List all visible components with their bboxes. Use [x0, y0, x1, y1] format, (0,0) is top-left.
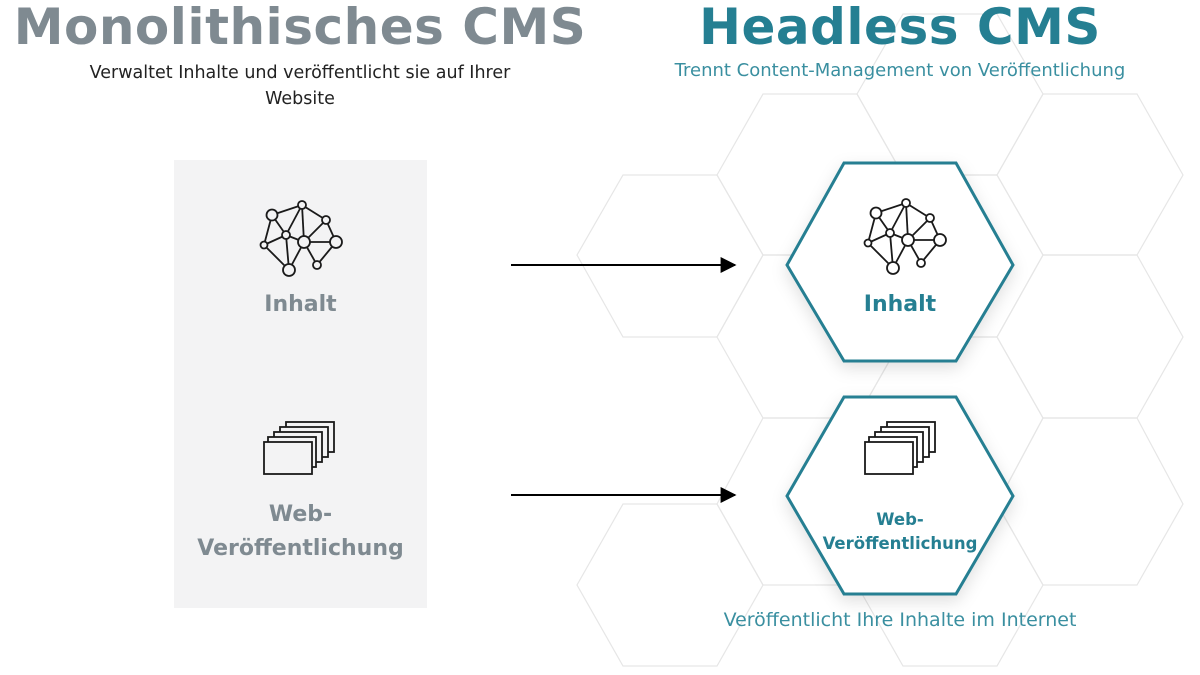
right-web-label: Web- Veröffentlichung	[822, 510, 978, 553]
stacked-pages-icon	[864, 421, 936, 475]
monolithic-panel: Inhalt Web- Veröffentlichung	[174, 160, 427, 608]
hex-web	[785, 395, 1015, 596]
right-content-label: Inhalt	[863, 292, 937, 317]
network-icon	[259, 200, 343, 277]
hex-content	[785, 161, 1015, 363]
left-content-label: Inhalt	[264, 292, 337, 317]
right-subtitle: Trennt Content-Management von Veröffentl…	[674, 60, 1126, 81]
network-icon	[863, 198, 947, 275]
right-footer-note: Veröffentlicht Ihre Inhalte im Internet	[723, 609, 1077, 631]
left-subtitle: Verwaltet Inhalte und veröffentlicht sie…	[89, 63, 511, 109]
bg-hex	[996, 417, 1184, 586]
left-web-label: Web- Veröffentlichung	[197, 502, 404, 561]
stacked-pages-icon	[263, 421, 335, 475]
right-title: Headless CMS	[699, 0, 1101, 56]
left-title: Monolithisches CMS	[13, 0, 587, 56]
